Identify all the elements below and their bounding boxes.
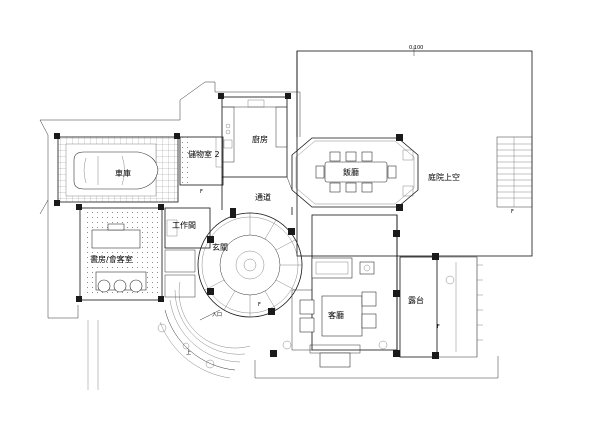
foyer-floor-mark: F xyxy=(258,302,261,308)
utility-area xyxy=(164,207,211,298)
room-label-dining: 飯廳 xyxy=(343,167,359,177)
study-area xyxy=(76,204,164,302)
terrace-area xyxy=(399,253,483,359)
entrance-steps xyxy=(157,281,251,379)
living-area xyxy=(270,214,400,368)
courtyard-stair xyxy=(496,136,533,208)
room-label-terrace: 露台 xyxy=(408,295,424,305)
left-edge-lines xyxy=(77,305,99,390)
garage-area xyxy=(54,133,180,206)
corridor-floor-mark: F xyxy=(200,189,203,195)
room-label-study: 書房/會客室 xyxy=(90,254,133,264)
room-label-living: 客廳 xyxy=(328,310,344,320)
entrance-label: 入口 xyxy=(212,312,222,318)
room-label-corridor: 通道 xyxy=(255,192,271,202)
elevation-mark: 0.100 xyxy=(409,45,423,51)
roof-outline xyxy=(39,81,499,379)
storage-area xyxy=(179,136,224,186)
room-label-garage: 車庫 xyxy=(115,168,131,178)
room-label-utility: 工作間 xyxy=(172,220,196,230)
room-label-storage: 儲物室 2 xyxy=(188,149,220,159)
room-label-foyer: 玄關 xyxy=(212,242,228,252)
room-label-kitchen: 廚房 xyxy=(252,134,268,144)
terrace-floor-mark: F xyxy=(437,324,440,330)
foyer-rotunda xyxy=(197,208,303,318)
kitchen-area xyxy=(218,93,291,178)
room-label-courtyard: 庭院上空 xyxy=(428,172,460,182)
courtyard-stair-mark: F xyxy=(511,209,514,215)
corridor-area xyxy=(221,176,293,215)
entrance-up-mark: 上 xyxy=(186,349,191,356)
dining-area xyxy=(291,134,419,211)
